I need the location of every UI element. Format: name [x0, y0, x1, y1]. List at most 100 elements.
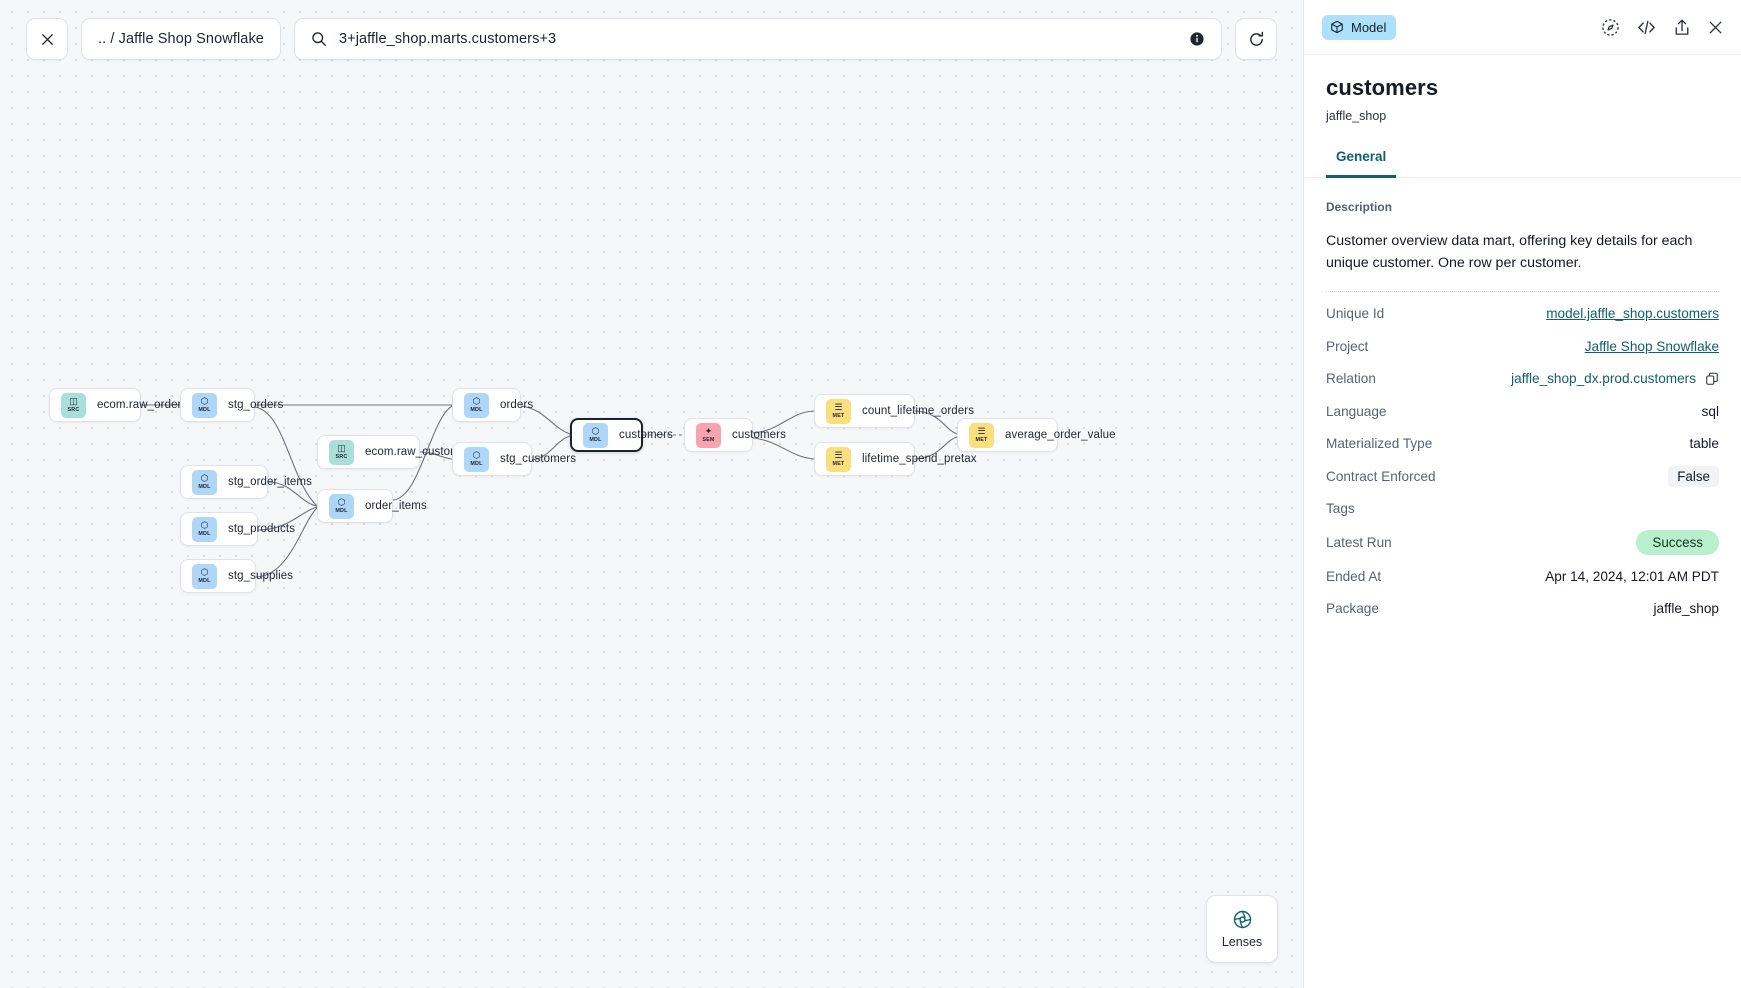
- breadcrumb-button[interactable]: .. / Jaffle Shop Snowflake: [81, 18, 281, 60]
- graph-node-stg-order-items[interactable]: ⬡MDL stg_order_items: [180, 465, 312, 499]
- search-bar[interactable]: 3+jaffle_shop.marts.customers+3: [293, 18, 1222, 60]
- field-value: jaffle_shop: [1653, 601, 1719, 617]
- field-row-unique-id: Unique Id model.jaffle_shop.customers: [1326, 298, 1719, 331]
- model-badge-icon: ⬡MDL: [464, 446, 489, 472]
- node-label: customers: [732, 429, 786, 441]
- field-row-tags: Tags: [1326, 493, 1719, 526]
- field-key: Latest Run: [1326, 535, 1392, 551]
- field-row-language: Language sql: [1326, 395, 1719, 428]
- field-row-materialized-type: Materialized Type table: [1326, 428, 1719, 461]
- tab-general[interactable]: General: [1326, 149, 1397, 178]
- node-label: average_order_value: [1005, 429, 1116, 441]
- lenses-button[interactable]: Lenses: [1206, 895, 1278, 963]
- field-key: Language: [1326, 403, 1387, 419]
- panel-title-block: customers jaffle_shop: [1304, 55, 1741, 123]
- graph-node-stg-customers[interactable]: ⬡MDL stg_customers: [452, 442, 576, 476]
- model-badge-icon: ⬡MDL: [464, 392, 489, 418]
- field-key: Tags: [1326, 501, 1355, 517]
- model-badge-icon: ⬡MDL: [192, 516, 217, 542]
- field-row-package: Package jaffle_shop: [1326, 593, 1719, 626]
- close-panel-icon[interactable]: [1707, 19, 1724, 36]
- field-value-badge: False: [1668, 465, 1719, 487]
- field-key: Project: [1326, 338, 1369, 354]
- semantic-badge-icon: ✦SEM: [696, 422, 721, 448]
- model-badge-icon: ⬡MDL: [192, 392, 217, 418]
- model-badge-icon: ⬡MDL: [329, 493, 354, 519]
- compass-icon[interactable]: [1601, 18, 1620, 37]
- source-badge-icon: ◫SRC: [329, 439, 354, 465]
- graph-node-average-order-value[interactable]: ☰MET average_order_value: [957, 418, 1115, 452]
- panel-body: Description Customer overview data mart,…: [1304, 178, 1741, 988]
- field-value-link[interactable]: Jaffle Shop Snowflake: [1584, 338, 1719, 354]
- metric-badge-icon: ☰MET: [826, 446, 851, 472]
- panel-subtitle: jaffle_shop: [1326, 109, 1387, 123]
- breadcrumb: .. / Jaffle Shop Snowflake: [98, 31, 264, 47]
- field-key: Relation: [1326, 371, 1376, 387]
- status-badge: Success: [1636, 530, 1719, 556]
- resource-type-chip[interactable]: Model: [1322, 14, 1397, 40]
- field-key: Materialized Type: [1326, 436, 1433, 452]
- field-row-contract-enforced: Contract Enforced False: [1326, 460, 1719, 493]
- graph-node-customers-model-selected[interactable]: ⬡MDL customers: [570, 418, 673, 452]
- section-divider: [1326, 290, 1719, 292]
- source-badge-icon: ◫SRC: [61, 392, 86, 418]
- refresh-icon: [1249, 31, 1263, 46]
- graph-node-stg-orders[interactable]: ⬡MDL stg_orders: [180, 388, 283, 422]
- details-panel-header: Model: [1304, 0, 1741, 55]
- share-icon[interactable]: [1673, 18, 1691, 37]
- node-label: stg_orders: [228, 399, 284, 411]
- page-title: customers: [1326, 75, 1439, 100]
- graph-node-ecom-raw-orders[interactable]: ◫SRC ecom.raw_orders: [49, 388, 187, 422]
- lens-icon: [1233, 910, 1251, 929]
- model-badge-icon: ⬡MDL: [192, 563, 217, 589]
- graph-node-lifetime-spend-pretax[interactable]: ☰MET lifetime_spend_pretax: [814, 442, 977, 476]
- field-key: Unique Id: [1326, 306, 1385, 322]
- node-label: stg_products: [228, 523, 296, 535]
- graph-node-stg-supplies[interactable]: ⬡MDL stg_supplies: [180, 559, 293, 593]
- search-icon: [311, 31, 327, 47]
- cube-icon: [1331, 20, 1343, 34]
- field-value: table: [1689, 436, 1719, 452]
- graph-node-orders[interactable]: ⬡MDL orders: [452, 388, 533, 422]
- graph-node-customers-semantic[interactable]: ✦SEM customers: [684, 418, 786, 452]
- lineage-canvas[interactable]: .. / Jaffle Shop Snowflake 3+jaffle_shop…: [0, 0, 1303, 988]
- info-icon[interactable]: [1189, 31, 1205, 47]
- model-badge-icon: ⬡MDL: [583, 422, 608, 448]
- metric-badge-icon: ☰MET: [826, 398, 851, 424]
- node-label: stg_order_items: [228, 476, 312, 488]
- node-label: stg_customers: [500, 453, 577, 465]
- node-label: customers: [619, 429, 673, 441]
- model-badge-icon: ⬡MDL: [192, 469, 217, 495]
- graph-node-stg-products[interactable]: ⬡MDL stg_products: [180, 512, 295, 546]
- panel-header-actions: [1601, 18, 1724, 37]
- node-label: lifetime_spend_pretax: [862, 453, 977, 465]
- node-label: ecom.raw_orders: [97, 399, 188, 411]
- metric-badge-icon: ☰MET: [969, 422, 994, 448]
- details-panel: Model: [1303, 0, 1741, 988]
- description-label: Description: [1326, 200, 1392, 214]
- node-label: order_items: [365, 500, 427, 512]
- search-input[interactable]: 3+jaffle_shop.marts.customers+3: [338, 31, 557, 47]
- copy-icon[interactable]: [1705, 372, 1719, 386]
- field-key: Ended At: [1326, 568, 1382, 584]
- close-button[interactable]: [26, 18, 68, 60]
- node-label: stg_supplies: [228, 570, 294, 582]
- field-row-ended-at: Ended At Apr 14, 2024, 12:01 AM PDT: [1326, 560, 1719, 593]
- description-text: Customer overview data mart, offering ke…: [1326, 233, 1693, 272]
- lineage-graph: ◫SRC ecom.raw_orders ⬡MDL stg_orders ⬡MD…: [49, 388, 1115, 593]
- graph-node-order-items[interactable]: ⬡MDL order_items: [317, 489, 427, 523]
- panel-tabs: General: [1304, 149, 1741, 178]
- node-label: orders: [500, 399, 534, 411]
- field-value: jaffle_shop_dx.prod.customers: [1511, 371, 1696, 387]
- graph-node-ecom-raw-customers[interactable]: ◫SRC ecom.raw_customers: [317, 435, 476, 469]
- field-key: Package: [1326, 601, 1379, 617]
- graph-node-count-lifetime-orders[interactable]: ☰MET count_lifetime_orders: [814, 394, 974, 428]
- field-row-relation: Relation jaffle_shop_dx.prod.customers: [1326, 363, 1719, 396]
- code-icon[interactable]: [1636, 18, 1657, 37]
- field-key: Contract Enforced: [1326, 468, 1436, 484]
- field-value: sql: [1701, 403, 1719, 419]
- field-value-link[interactable]: model.jaffle_shop.customers: [1546, 306, 1719, 322]
- refresh-button[interactable]: [1235, 18, 1277, 60]
- field-value: Apr 14, 2024, 12:01 AM PDT: [1545, 568, 1719, 584]
